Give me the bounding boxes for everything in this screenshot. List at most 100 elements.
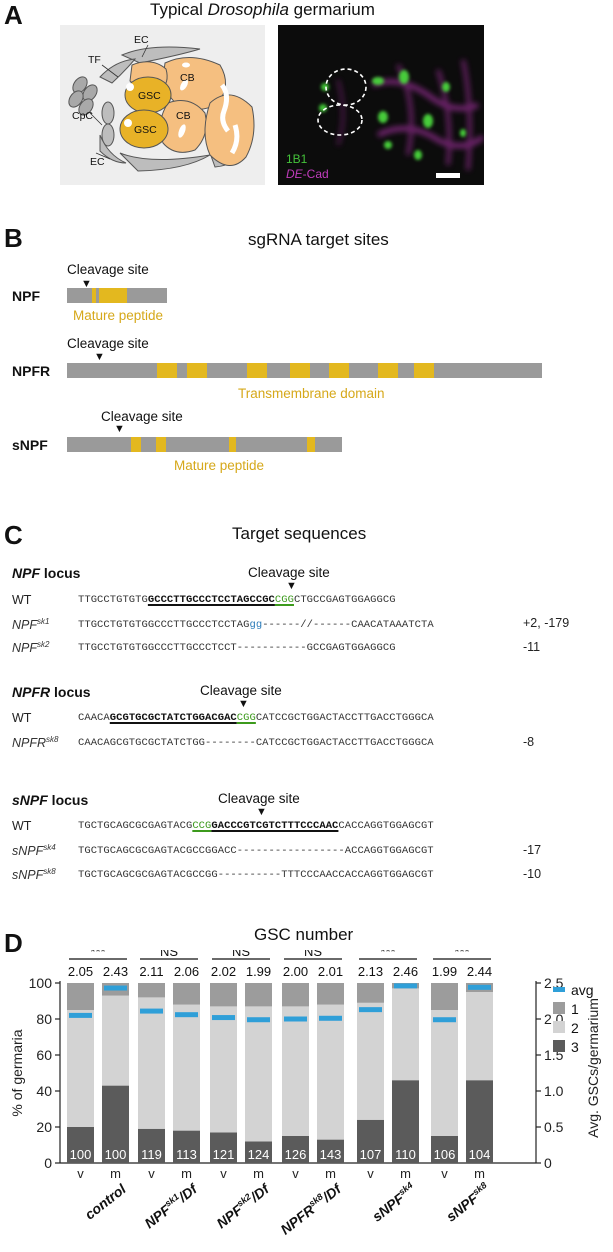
group-label: NPFRsk8/Df	[277, 1179, 345, 1237]
avg-marker	[284, 1016, 307, 1022]
npf-wt-label: WT	[12, 593, 32, 607]
legend-decad: DE-Cad	[286, 167, 329, 181]
avg-marker	[140, 1008, 163, 1014]
bar-segment-1	[282, 983, 309, 1007]
bar-segment-1	[357, 983, 384, 1003]
bar-segment-1	[431, 983, 458, 1010]
group-label: control	[82, 1180, 130, 1222]
legend-1b1: 1B1	[286, 152, 308, 166]
snpf-sk8-sequence: TGCTGCAGCGCGAGTACGCCGG----------TTTCCCAA…	[78, 869, 434, 881]
npfr-sk8-indel: -8	[523, 735, 535, 749]
avg-label: 2.11	[139, 964, 163, 979]
category-label: m	[181, 1166, 192, 1181]
avg-label: 2.13	[358, 964, 383, 979]
category-label: m	[325, 1166, 336, 1181]
avg-marker	[359, 1007, 382, 1013]
legend-swatch-1	[553, 1002, 565, 1014]
y-axis-label: % of germaria	[9, 1029, 25, 1116]
avg-marker	[433, 1017, 456, 1023]
n-label: 143	[320, 1147, 342, 1162]
bar-segment-3	[466, 1080, 493, 1163]
category-label: v	[292, 1166, 299, 1181]
npfr-annotation: Transmembrane domain	[238, 386, 385, 401]
bar-segment-2	[282, 1006, 309, 1136]
bar-segment-2	[210, 1006, 237, 1133]
germarium-micrograph: 1B1 DE-Cad	[278, 25, 484, 185]
y-tick-label: 40	[36, 1083, 52, 1099]
y2-tick-label: 0	[544, 1155, 552, 1171]
bar-segment-3	[431, 1136, 458, 1163]
cb-label-2: CB	[176, 110, 191, 122]
category-label: v	[367, 1166, 374, 1181]
y-tick-label: 80	[36, 1011, 52, 1027]
npf-sk1-label: NPFsk1	[12, 617, 50, 633]
npf-sk2-sequence: TTGCCTGTGTGGCCCTTGCCCTCCT-----------GCCG…	[78, 642, 396, 654]
snpf-wt-label: WT	[12, 819, 32, 833]
npf-cleavage-arrow: ▼	[81, 278, 92, 290]
group-label: NPFsk2/Df	[213, 1179, 273, 1231]
snpf-gene-label: sNPF	[12, 437, 48, 453]
npf-sk1-sequence: TTGCCTGTGTGGCCCTTGCCCTCCTAGgg------//---…	[78, 619, 434, 631]
significance-label: ***	[454, 950, 469, 959]
category-label: v	[220, 1166, 227, 1181]
legend-swatch-2	[553, 1021, 565, 1033]
npfr-sk8-sequence: CAACAGCGTGCGCTATCTGG--------CATCCGCTGGAC…	[78, 737, 434, 749]
bar-segment-2	[102, 995, 129, 1086]
gsc-label-2: GSC	[134, 124, 157, 136]
panel-a-label: A	[4, 0, 23, 30]
bar-segment-2	[317, 1004, 344, 1140]
n-label: 110	[395, 1147, 416, 1162]
avg-label: 2.44	[467, 964, 492, 979]
n-label: 119	[141, 1147, 162, 1162]
snpf-cleavage-arrow: ▼	[114, 423, 125, 435]
npfr-cleavage-arrow: ▼	[94, 351, 105, 363]
npf-annotation: Mature peptide	[73, 308, 164, 323]
n-label: 100	[105, 1147, 127, 1162]
significance-label: ***	[90, 950, 105, 959]
germarium-schematic: TF EC CpC EC GSC GSC CB CB	[60, 25, 265, 185]
cpc-label: CpC	[72, 110, 93, 122]
npf-locus-title: NPF locus	[12, 565, 81, 581]
bar-segment-3	[392, 1080, 419, 1163]
significance-label: ***	[380, 950, 395, 959]
ec-top-label: EC	[134, 34, 149, 46]
avg-label: 2.00	[283, 964, 308, 979]
npfr-gene-label: NPFR	[12, 363, 51, 379]
y-tick-label: 100	[29, 975, 53, 991]
npf-seq-cleavage-arrow: ▼	[286, 580, 297, 592]
legend-swatch-3	[553, 1040, 565, 1052]
snpf-seq-cleavage-arrow: ▼	[256, 806, 267, 818]
avg-label: 2.43	[103, 964, 128, 979]
bar-segment-1	[173, 983, 200, 1005]
bar-segment-1	[138, 983, 165, 998]
snpf-locus-title: sNPF locus	[12, 792, 89, 808]
tf-label: TF	[88, 54, 101, 66]
npf-sk1-indel: +2, -179	[523, 616, 570, 630]
avg-marker	[104, 985, 127, 991]
bar-segment-2	[173, 1004, 200, 1131]
legend-label-3: 3	[571, 1039, 579, 1055]
n-label: 107	[360, 1147, 382, 1162]
bar-segment-3	[210, 1132, 237, 1163]
n-label: 113	[176, 1147, 197, 1162]
legend-label-2: 2	[571, 1020, 579, 1036]
snpf-sk4-sequence: TGCTGCAGCGCGAGTACGCCGGACC---------------…	[78, 845, 434, 857]
avg-marker	[212, 1015, 235, 1021]
group-label: NPFsk1/Df	[141, 1179, 201, 1231]
bar-segment-1	[317, 983, 344, 1005]
n-label: 104	[469, 1147, 491, 1162]
n-label: 124	[248, 1147, 270, 1162]
npf-sk2-indel: -11	[523, 640, 541, 654]
avg-marker	[394, 983, 417, 989]
bar-segment-3	[173, 1130, 200, 1163]
bar-segment-2	[138, 997, 165, 1129]
y-tick-label: 20	[36, 1119, 52, 1135]
panel-b-title: sgRNA target sites	[248, 230, 389, 249]
avg-label: 2.01	[318, 964, 343, 979]
snpf-sk4-indel: -17	[523, 843, 542, 857]
avg-marker	[319, 1015, 342, 1021]
bar-segment-3	[282, 1136, 309, 1163]
bar-segment-2	[245, 1006, 272, 1142]
npf-seq-cleavage-label: Cleavage site	[248, 565, 330, 580]
avg-label: 2.02	[211, 964, 236, 979]
